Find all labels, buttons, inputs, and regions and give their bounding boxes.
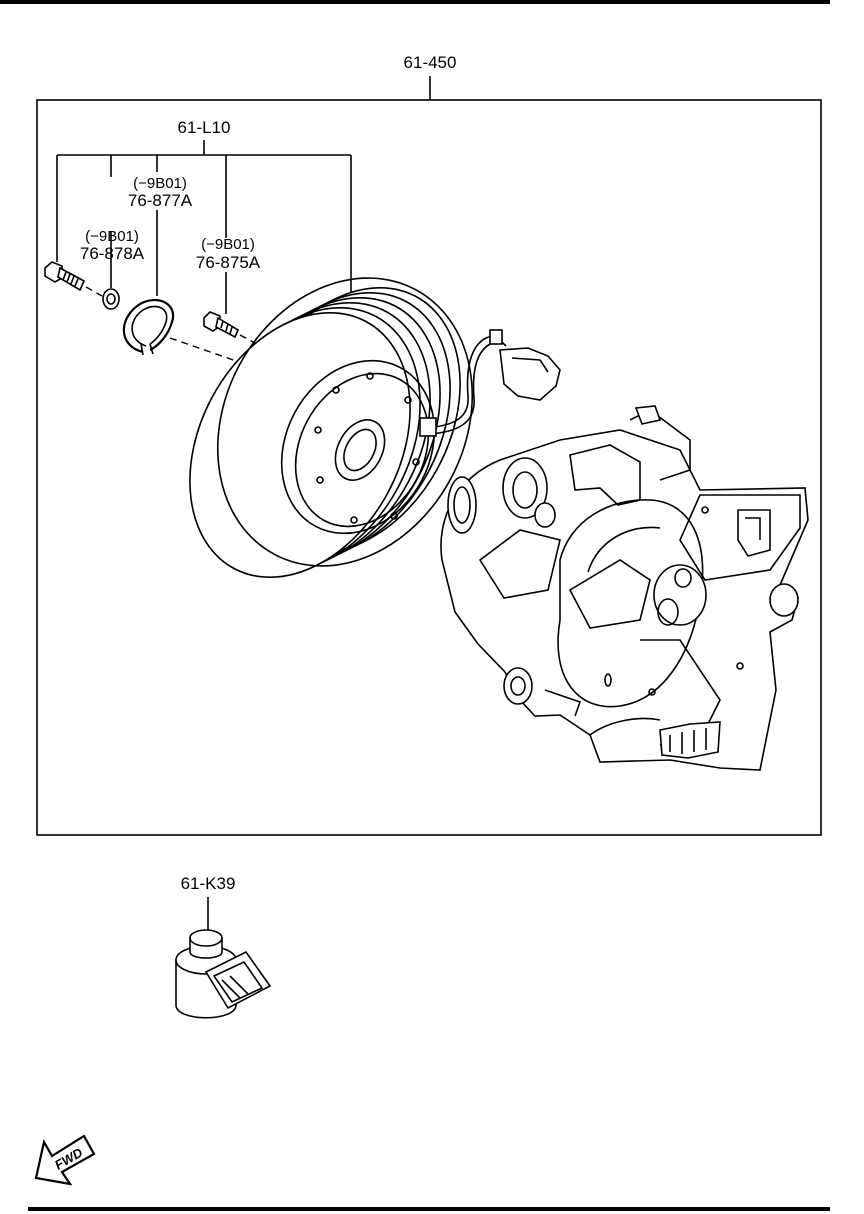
clutch-label: 61-L10 <box>178 118 231 137</box>
pulley-bolt-drawing <box>203 311 273 353</box>
bolt-part-no: 76-875A <box>196 253 261 272</box>
fwd-arrow-icon: FWD <box>34 1134 96 1186</box>
washer-code: (−9B01) <box>85 228 139 245</box>
clutch-pulley-drawing <box>189 277 474 579</box>
snap-ring-part-no: 76-877A <box>128 191 193 210</box>
control-valve-drawing <box>175 929 272 1019</box>
small-bolt-drawing <box>44 261 103 297</box>
snap-ring-code: (−9B01) <box>133 175 187 192</box>
snap-ring-drawing <box>122 298 263 371</box>
clutch-connector-drawing <box>419 329 561 437</box>
washer-drawing <box>102 288 120 310</box>
assembly-label: 61-450 <box>404 53 457 72</box>
bolt-code: (−9B01) <box>201 236 255 253</box>
washer-part-no: 76-878A <box>80 244 145 263</box>
valve-label: 61-K39 <box>181 874 236 893</box>
compressor-body-drawing <box>440 405 809 771</box>
assembly-frame <box>36 99 822 836</box>
